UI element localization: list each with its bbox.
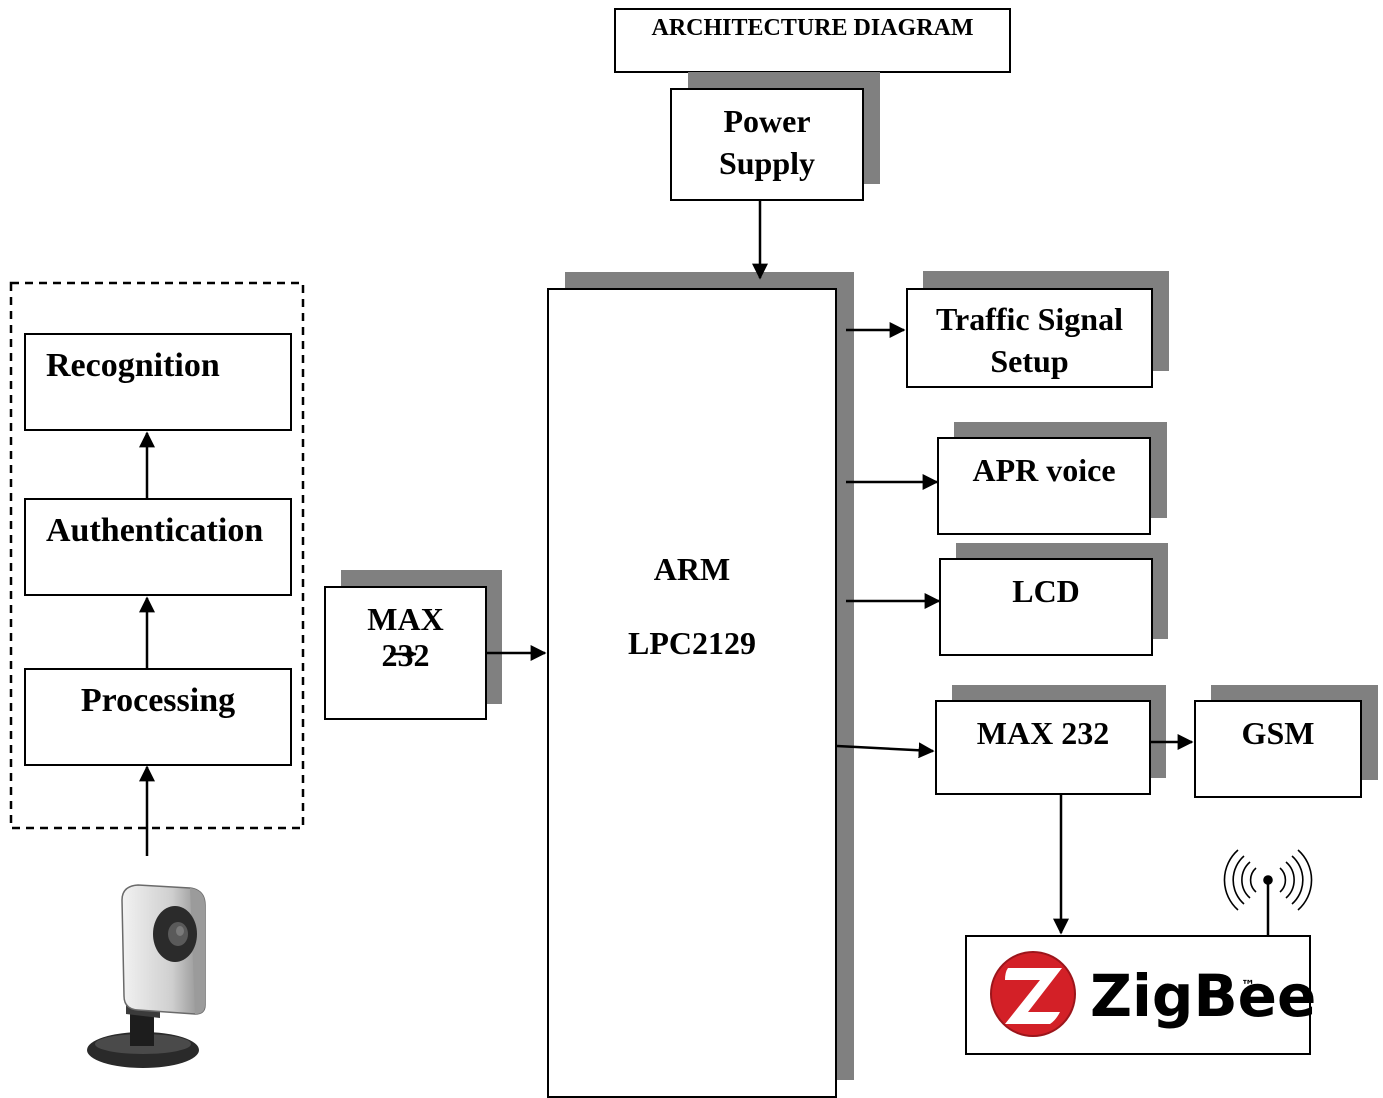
antenna-icon	[1224, 850, 1311, 935]
zigbee-logo: ZigBee ™	[991, 952, 1316, 1036]
pipeline-group-border	[11, 283, 303, 828]
zigbee-tm: ™	[1241, 978, 1255, 994]
camera-icon	[87, 885, 205, 1068]
zigbee-wordmark: ZigBee	[1090, 962, 1316, 1030]
arrow-arm-to-max232	[837, 746, 933, 751]
